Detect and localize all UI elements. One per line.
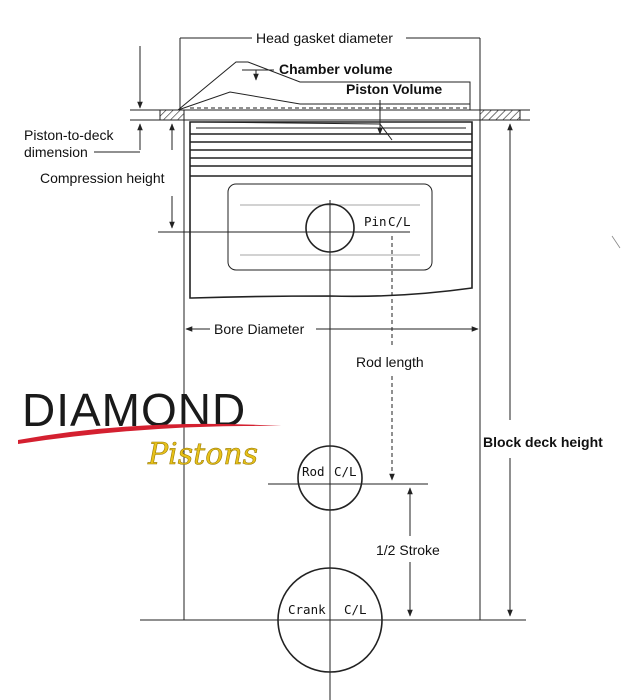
diamond-pistons-logo: DIAMOND Pistons: [18, 384, 282, 472]
head-gasket-diameter-dimension: [179, 37, 481, 110]
label-half-stroke: 1/2 Stroke: [376, 542, 440, 558]
rod-bearing: [268, 445, 428, 511]
logo-swoosh: [18, 423, 282, 444]
logo-sub: Pistons: [147, 437, 258, 472]
label-rod-length: Rod length: [356, 354, 424, 370]
edge-tick: [611, 235, 621, 249]
label-block-deck-height: Block deck height: [483, 434, 603, 450]
label-bore-diameter: Bore Diameter: [214, 321, 305, 337]
label-compression-height: Compression height: [40, 170, 165, 186]
label-head-gasket-diameter: Head gasket diameter: [256, 30, 393, 46]
cylinder-walls: [183, 120, 481, 620]
label-piston-volume: Piston Volume: [346, 81, 442, 97]
label-piston-to-deck-line1: Piston-to-deck: [24, 127, 114, 143]
label-pin-cl-a: Pin: [364, 214, 387, 229]
label-rod-cl-a: Rod: [302, 464, 325, 479]
crank-journal: [140, 567, 526, 673]
piston-body: [189, 121, 473, 299]
head-gasket: [130, 109, 530, 121]
piston-to-deck-dimension: [94, 46, 143, 153]
combustion-chamber: [177, 61, 471, 111]
label-crank-cl-a: Crank: [288, 602, 326, 617]
label-rod-cl-b: C/L: [334, 464, 357, 479]
label-crank-cl-b: C/L: [344, 602, 367, 617]
label-chamber-volume: Chamber volume: [279, 61, 393, 77]
label-pin-cl-b: C/L: [388, 214, 411, 229]
label-piston-to-deck-line2: dimension: [24, 144, 88, 160]
